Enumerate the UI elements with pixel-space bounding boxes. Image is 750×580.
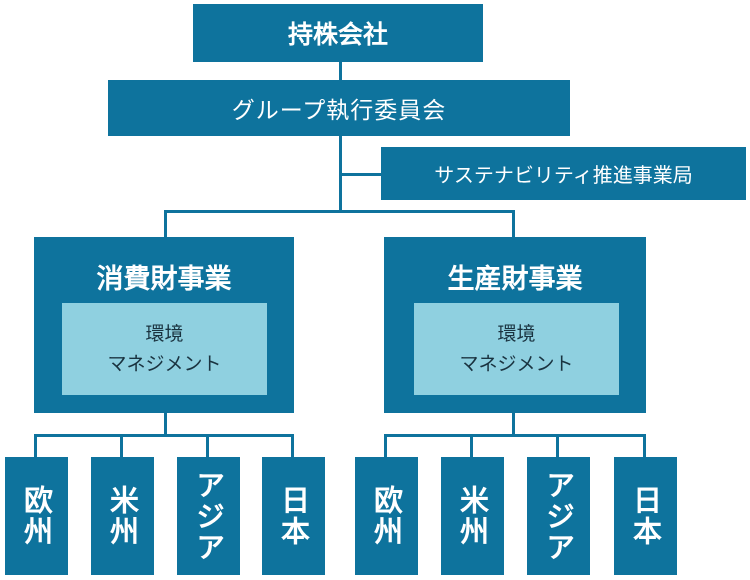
consumer-region-europe: 欧州: [5, 457, 68, 575]
division-consumer-box: 消費財事業 環境 マネジメント: [34, 237, 294, 413]
connector-consumer-region-2: [120, 434, 123, 458]
connector-division-bar: [164, 210, 515, 213]
connector-consumer-region-1: [34, 434, 37, 458]
env-mgmt-line1: 環境: [145, 323, 184, 345]
connector-trunk-to-office: [339, 173, 381, 176]
env-mgmt-line2: マネジメント: [107, 353, 222, 375]
connector-consumer-region-4: [291, 434, 294, 458]
connector-bar-to-consumer: [164, 210, 167, 238]
division-consumer-title: 消費財事業: [96, 264, 232, 295]
connector-consumer-region-3: [206, 434, 209, 458]
connector-industrial-region-4: [643, 434, 646, 458]
consumer-region-asia: アジア: [177, 457, 240, 575]
industrial-region-europe: 欧州: [355, 457, 418, 575]
consumer-region-americas: 米州: [91, 457, 154, 575]
env-mgmt-line2: マネジメント: [459, 353, 574, 375]
division-industrial-env-mgmt: 環境 マネジメント: [414, 303, 619, 395]
connector-bar-to-industrial: [512, 210, 515, 238]
connector-industrial-region-bar: [384, 434, 646, 437]
connector-industrial-down: [512, 412, 515, 436]
consumer-region-japan: 日本: [262, 457, 325, 575]
industrial-region-asia: アジア: [527, 457, 590, 575]
division-industrial-box: 生産財事業 環境 マネジメント: [384, 237, 646, 413]
connector-industrial-region-3: [556, 434, 559, 458]
env-mgmt-line1: 環境: [497, 323, 536, 345]
division-industrial-title: 生産財事業: [447, 264, 583, 295]
division-consumer-env-mgmt: 環境 マネジメント: [62, 303, 267, 395]
connector-consumer-region-bar: [34, 434, 294, 437]
connector-holding-to-committee: [339, 62, 342, 80]
holding-company-box: 持株会社: [193, 4, 483, 62]
industrial-region-americas: 米州: [441, 457, 504, 575]
connector-consumer-down: [164, 412, 167, 436]
connector-industrial-region-2: [470, 434, 473, 458]
connector-industrial-region-1: [384, 434, 387, 458]
sustainability-office-box: サステナビリティ推進事業局: [381, 147, 746, 200]
group-committee-box: グループ執行委員会: [108, 80, 570, 136]
industrial-region-japan: 日本: [614, 457, 677, 575]
